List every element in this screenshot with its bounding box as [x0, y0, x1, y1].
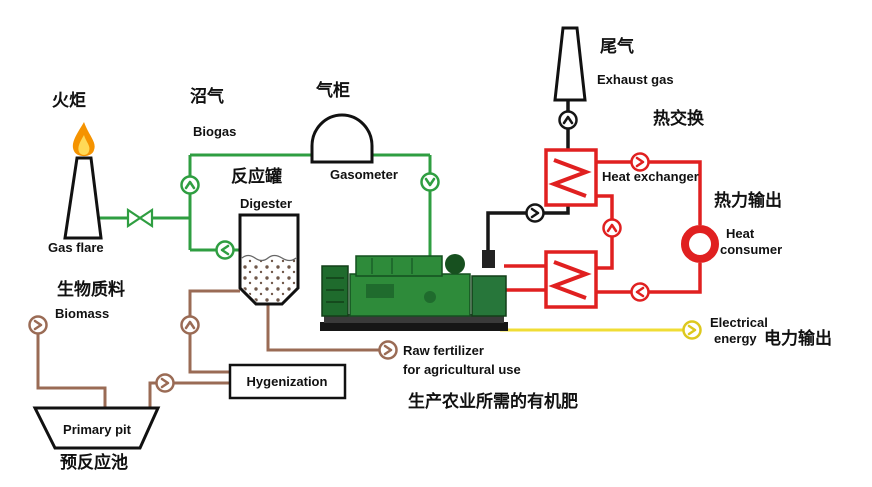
valve-left-wing [126, 207, 142, 229]
flow-arrow-right-icon [28, 315, 48, 335]
primary-pit-basin [32, 406, 161, 450]
exhaust-label-en: Exhaust gas [597, 72, 674, 87]
exhaust-elbow [482, 250, 495, 268]
primary-pit-label-en: Primary pit [63, 422, 132, 437]
flow-arrow-up-icon [558, 110, 578, 130]
engine-detail [366, 284, 394, 298]
flow-arrow-right-icon [682, 320, 702, 340]
gas-flare-label-en: Gas flare [48, 240, 104, 255]
flow-arrow-up-icon [602, 218, 622, 238]
slurry-surface [241, 254, 297, 262]
heat-consumer-label-line2: consumer [720, 242, 782, 257]
heat-exchanger-2 [544, 250, 598, 309]
engine-pulley [424, 291, 436, 303]
heat-exchanger-label-zh: 热交换 [653, 108, 705, 128]
valve-icon [126, 207, 154, 229]
biomass-label-zh: 生物质料 [57, 279, 125, 299]
biogas-label-en: Biogas [193, 124, 236, 139]
flow-arrow-up-icon [180, 315, 200, 335]
flow-arrow-right-icon [630, 152, 650, 172]
flare-stack [63, 156, 103, 240]
flow-arrow-right-icon [378, 340, 398, 360]
flame-inner-icon [78, 135, 90, 155]
hx1-coil-icon [548, 158, 592, 198]
fertilizer-label-line2: for agricultural use [403, 362, 521, 377]
heat-exchanger-1 [544, 148, 598, 207]
digester-slurry [242, 258, 296, 302]
hx2-coil-icon [548, 260, 592, 300]
biomass-to-pit-line [36, 334, 107, 409]
flow-arrow-right-icon [525, 203, 545, 223]
exhaust-stack [553, 26, 587, 102]
generator-housing [471, 275, 507, 317]
flow-arrow-down-icon [420, 172, 440, 192]
electrical-label-line2: energy [714, 331, 757, 346]
fertilizer-line [266, 303, 380, 352]
engine-head [355, 255, 443, 277]
heat-exchanger-label-en: Heat exchanger [602, 169, 699, 184]
electrical-label-line1: Electrical [710, 315, 768, 330]
flow-arrow-left-icon [630, 282, 650, 302]
pit-to-hygenization-line [148, 381, 230, 409]
exhaust-label-zh: 尾气 [600, 36, 634, 56]
primary-pit-label-zh: 预反应池 [60, 452, 128, 472]
hygenization-box [228, 363, 347, 400]
gasometer-tank [310, 113, 374, 164]
digester-label-en: Digester [240, 196, 292, 211]
hygenization-to-digester-line [188, 289, 240, 374]
hygenization-label: Hygenization [247, 374, 328, 389]
biomass-label-en: Biomass [55, 306, 109, 321]
flow-arrow-left-icon [215, 240, 235, 260]
gasometer-label-zh: 气柜 [315, 80, 350, 100]
gas-flare-label-zh: 火炬 [52, 90, 86, 110]
valve-right-wing [138, 207, 154, 229]
engine-base-frame [320, 322, 508, 331]
engine-generator [320, 250, 508, 331]
biogas-label-zh: 沼气 [190, 86, 224, 106]
biogas-pipes [96, 153, 432, 258]
flow-arrow-right-icon [155, 373, 175, 393]
electric-output-label-zh: 电力输出 [764, 328, 832, 348]
heat-consumer-label-line1: Heat [726, 226, 755, 241]
gas-flare [63, 122, 103, 240]
digester-label-zh: 反应罐 [231, 166, 282, 186]
flow-arrow-up-icon [180, 175, 200, 195]
fertilizer-label-zh: 生产农业所需的有机肥 [408, 391, 578, 411]
engine-radiator [321, 265, 349, 317]
engine-rail [324, 314, 504, 323]
heat-consumer-ring [681, 225, 719, 263]
heat-output-label-zh: 热力输出 [714, 190, 782, 210]
turbocharger [445, 254, 465, 274]
gasometer-label-en: Gasometer [330, 167, 398, 182]
fertilizer-label-line1: Raw fertilizer [403, 343, 484, 358]
digester-tank [238, 213, 300, 306]
